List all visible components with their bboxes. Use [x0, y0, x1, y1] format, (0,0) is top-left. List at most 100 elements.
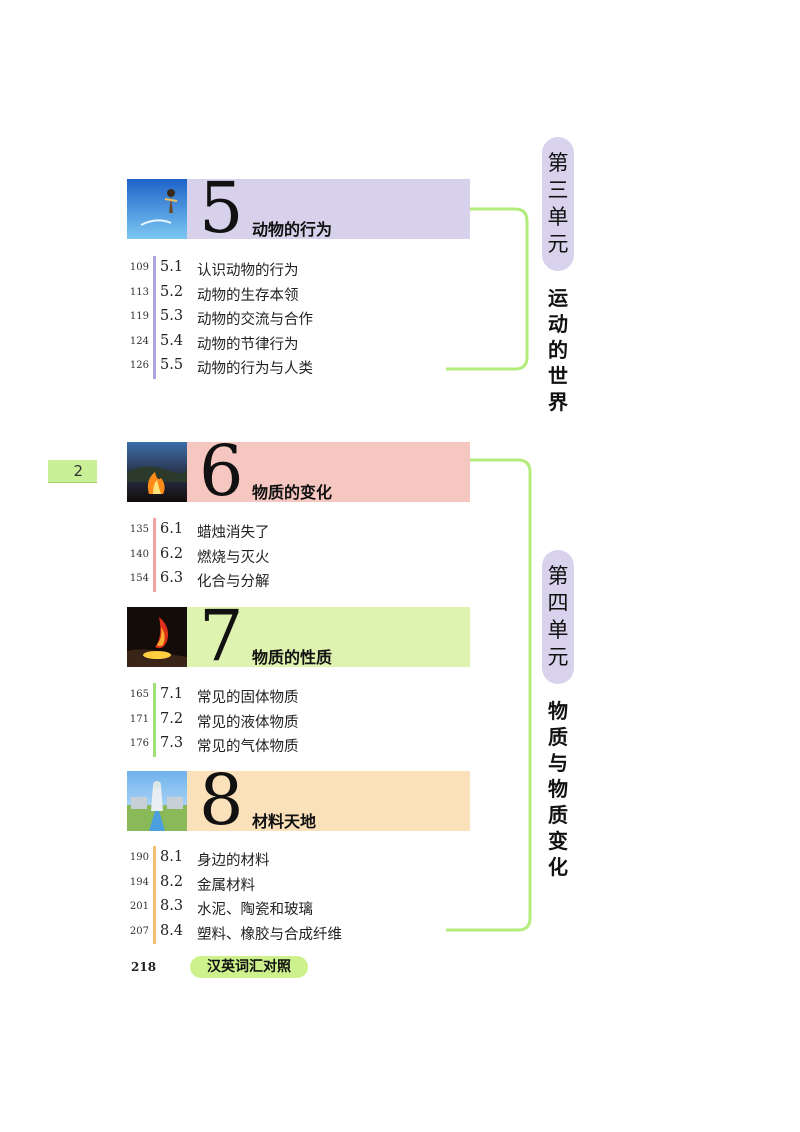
toc-section-title: 常见的固体物质 [197, 690, 299, 706]
toc-section-title: 动物的生存本领 [197, 287, 299, 304]
toc-page: 207 [129, 925, 149, 937]
unit-4-title-char: 化 [548, 855, 568, 879]
toc-page: 119 [129, 311, 149, 322]
fire-photo-icon [127, 442, 187, 502]
toc-section-title: 动物的行为与人类 [197, 361, 313, 377]
chapter-7-band [187, 607, 470, 667]
chapter-6-header[interactable]: 6 物质的变化 [127, 436, 470, 506]
chapter-7-title: 物质的性质 [252, 648, 333, 667]
toc-row[interactable]: 165 7.1 常见的固体物质 [127, 683, 447, 708]
toc-page: 194 [129, 876, 149, 888]
unit-4-label-char: 单 [547, 618, 569, 642]
unit-4-title-char: 与 [548, 751, 568, 775]
toc-row[interactable]: 154 6.3 化合与分解 [127, 567, 447, 592]
toc-color-bar [153, 354, 156, 379]
toc-page: 201 [129, 901, 149, 912]
unit4-bracket [446, 458, 532, 932]
toc-section-title: 化合与分解 [197, 574, 270, 590]
toc-row[interactable]: 113 5.2 动物的生存本领 [127, 280, 447, 305]
toc-color-bar [153, 919, 156, 944]
chapter-5-title: 动物的行为 [252, 220, 333, 239]
unit3-bracket [446, 207, 529, 371]
toc-color-bar [153, 732, 156, 757]
toc-section-number: 6.2 [160, 545, 184, 562]
toc-color-bar [153, 305, 156, 330]
unit-4-label-char: 第 [547, 564, 569, 588]
unit-3-label-char: 元 [547, 232, 569, 256]
toc-color-bar [153, 256, 156, 281]
toc-color-bar [153, 846, 156, 871]
toc-page: 135 [129, 524, 149, 535]
page-number: 2 [73, 462, 83, 480]
toc-row[interactable]: 171 7.2 常见的液体物质 [127, 707, 447, 732]
chapter-5-header[interactable]: 5 动物的行为 [127, 173, 470, 243]
toc-row[interactable]: 176 7.3 常见的气体物质 [127, 732, 447, 757]
unit-3-title-char: 运 [548, 286, 568, 310]
unit-4-label-char: 四 [547, 591, 569, 615]
toc-row[interactable]: 135 6.1 蜡烛消失了 [127, 518, 447, 543]
unit-4-title-char: 变 [548, 829, 568, 853]
toc-section-number: 7.3 [160, 735, 184, 751]
page-number-tab: 2 [48, 460, 97, 483]
toc-row[interactable]: 124 5.4 动物的节律行为 [127, 329, 447, 354]
toc-color-bar [153, 683, 156, 708]
chapter-6-title: 物质的变化 [252, 483, 333, 502]
toc-color-bar [153, 329, 156, 354]
chapter-8-header[interactable]: 8 材料天地 [127, 765, 470, 835]
chapter-7-number: 7 [199, 595, 244, 677]
toc-section-title: 动物的节律行为 [197, 336, 299, 353]
chapter-8-title: 材料天地 [252, 812, 317, 831]
toc-row[interactable]: 109 5.1 认识动物的行为 [127, 256, 447, 281]
toc-page: 126 [129, 360, 149, 371]
bird-photo-icon [127, 179, 187, 239]
toc-section-title: 金属材料 [197, 877, 255, 894]
toc-section-title: 燃烧与灭火 [197, 549, 270, 566]
toc-page: 154 [129, 573, 149, 584]
chapter-8-band [187, 771, 470, 831]
chapter-8-number: 8 [199, 759, 244, 841]
unit-3-title-char: 界 [548, 390, 568, 414]
chapter-8-sections: 190 8.1 身边的材料 194 8.2 金属材料 201 8.3 水泥、陶瓷… [127, 846, 447, 944]
toc-row[interactable]: 126 5.5 动物的行为与人类 [127, 354, 447, 379]
toc-row[interactable]: 194 8.2 金属材料 [127, 870, 447, 895]
unit-4-title-char: 质 [548, 803, 568, 827]
toc-page: 165 [129, 689, 149, 700]
toc-section-number: 6.3 [160, 570, 184, 586]
chapter-7-sections: 165 7.1 常见的固体物质 171 7.2 常见的液体物质 176 7.3 … [127, 683, 447, 757]
unit-3-label-char: 第 [547, 151, 569, 175]
unit-4-title-char: 质 [548, 725, 568, 749]
toc-section-number: 5.4 [160, 332, 184, 349]
toc-section-number: 6.1 [160, 521, 184, 537]
unit-3-title-char: 动 [548, 312, 568, 336]
unit-4-label-char: 元 [547, 645, 569, 669]
toc-row[interactable]: 140 6.2 燃烧与灭火 [127, 542, 447, 567]
chapter-6-band [187, 442, 470, 502]
glossary-page: 218 [131, 960, 157, 974]
toc-row[interactable]: 201 8.3 水泥、陶瓷和玻璃 [127, 895, 447, 920]
molten-metal-photo-icon [127, 607, 187, 667]
unit-3-label-char: 三 [547, 178, 569, 202]
toc-color-bar [153, 542, 156, 567]
toc-color-bar [153, 895, 156, 920]
toc-section-title: 塑料、橡胶与合成纤维 [197, 926, 342, 943]
toc-section-number: 8.1 [160, 849, 184, 865]
toc-section-number: 7.2 [160, 710, 184, 727]
unit-3-label: 第 三 单 元 [542, 137, 574, 271]
toc-color-bar [153, 518, 156, 543]
toc-page: 140 [129, 548, 149, 560]
toc-section-number: 8.4 [160, 922, 184, 939]
toc-page: 171 [129, 713, 149, 725]
unit-3-title-char: 世 [548, 364, 568, 388]
unit-3-title: 运 动 的 世 界 [544, 285, 572, 415]
unit-4-title-char: 物 [548, 699, 568, 723]
toc-section-number: 8.3 [160, 898, 184, 914]
toc-page: 124 [129, 335, 149, 347]
toc-color-bar [153, 870, 156, 895]
glossary-link[interactable]: 汉英词汇对照 [190, 956, 308, 978]
chapter-7-header[interactable]: 7 物质的性质 [127, 601, 470, 671]
toc-row[interactable]: 190 8.1 身边的材料 [127, 846, 447, 871]
toc-row[interactable]: 119 5.3 动物的交流与合作 [127, 305, 447, 330]
toc-section-title: 动物的交流与合作 [197, 312, 313, 328]
toc-row[interactable]: 207 8.4 塑料、橡胶与合成纤维 [127, 919, 447, 944]
